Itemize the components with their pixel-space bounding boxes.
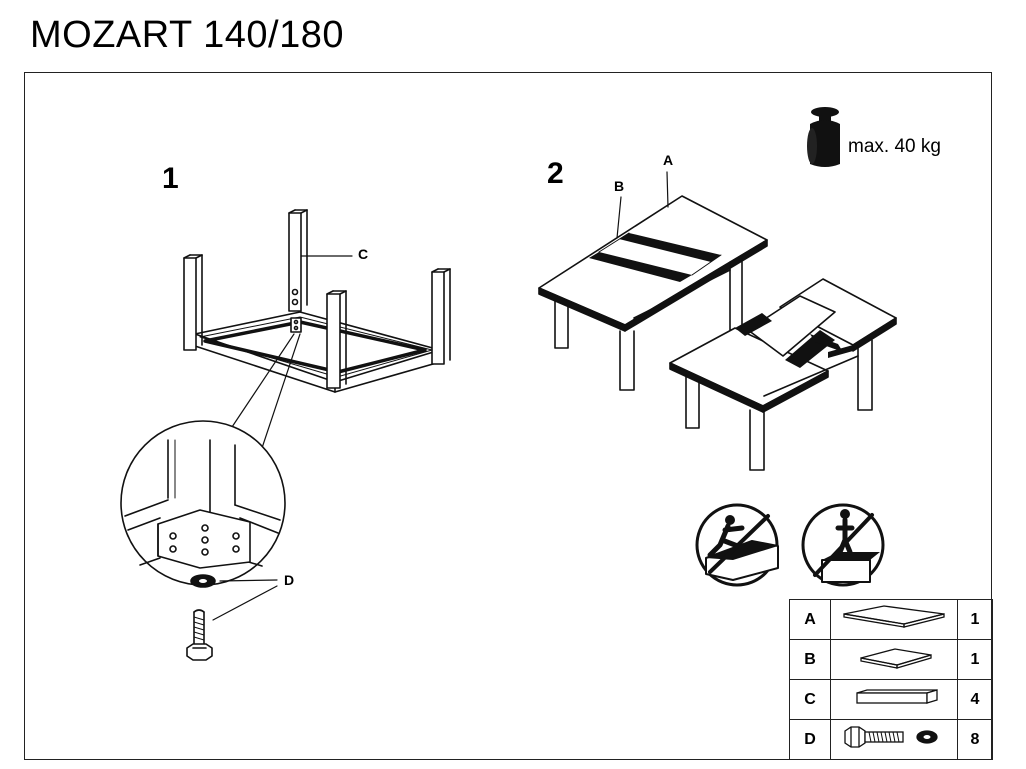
callout-a: A: [663, 152, 674, 168]
instruction-frame: [24, 72, 992, 760]
part-code: D: [789, 719, 831, 760]
leg-front: [326, 290, 347, 389]
part-code: A: [789, 599, 831, 640]
callout-b: B: [614, 178, 625, 194]
part-quantity: 8: [957, 719, 993, 760]
weight-limit: max. 40 kg: [848, 136, 941, 157]
table-row: D 8: [789, 719, 993, 760]
step-number-1: 1: [162, 162, 179, 195]
part-code: B: [789, 639, 831, 680]
part-quantity: 1: [957, 599, 993, 640]
table-closed-drawing: [538, 171, 768, 391]
tabletop-icon: [830, 599, 958, 640]
part-quantity: 4: [957, 679, 993, 720]
callout-c: C: [358, 246, 369, 262]
detail-zoom-drawing: [120, 333, 301, 586]
table-row: C 4: [789, 679, 993, 720]
table-row: B 1: [789, 639, 993, 680]
no-climbing-icon: [695, 503, 779, 587]
part-quantity: 1: [957, 639, 993, 680]
leg-icon: [830, 679, 958, 720]
leg-back: [288, 209, 308, 312]
part-code: C: [789, 679, 831, 720]
no-standing-icon: [801, 503, 885, 587]
table-frame-drawing: [183, 209, 451, 393]
page-title: MOZART 140/180: [30, 14, 344, 56]
table-extended-drawing: [669, 278, 897, 471]
callout-d: D: [284, 572, 295, 588]
bolt-washer-icon: [830, 719, 958, 760]
step-number-2: 2: [547, 157, 564, 190]
leg-right: [431, 268, 451, 365]
extension-leaf-icon: [830, 639, 958, 680]
parts-list-table: A 1 B 1 C 4: [789, 599, 993, 760]
bolt-washer-drawing: [186, 574, 278, 661]
leg-left: [183, 254, 203, 351]
table-row: A 1: [789, 599, 993, 640]
weight-icon: [807, 107, 840, 167]
